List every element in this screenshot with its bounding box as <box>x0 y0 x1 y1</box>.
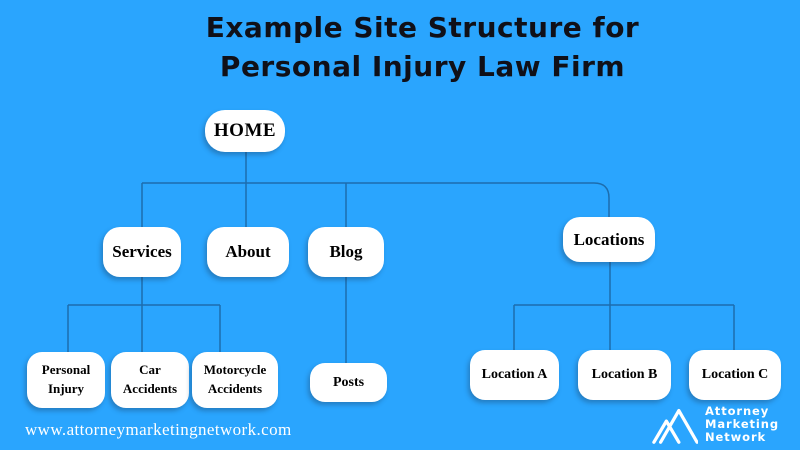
diagram-title: Example Site Structure for Personal Inju… <box>45 8 800 86</box>
node-home: HOME <box>205 110 285 152</box>
attorney-marketing-network-logo: Attorney Marketing Network <box>652 403 779 445</box>
node-car-accidents: Car Accidents <box>111 352 189 408</box>
node-personal-injury: Personal Injury <box>27 352 105 408</box>
logo-line-2: Marketing <box>705 416 779 431</box>
node-location-b: Location B <box>578 350 671 400</box>
logo-wordmark: Attorney Marketing Network <box>705 403 779 444</box>
node-motorcycle-accidents: Motorcycle Accidents <box>192 352 278 408</box>
node-about: About <box>207 227 289 277</box>
node-posts: Posts <box>310 363 387 402</box>
node-services: Services <box>103 227 181 277</box>
connector-level1-rail <box>142 182 610 217</box>
mountain-m-icon <box>652 403 698 445</box>
logo-line-3: Network <box>705 429 767 444</box>
node-blog: Blog <box>308 227 384 277</box>
node-location-a: Location A <box>470 350 559 400</box>
title-line-2: Personal Injury Law Firm <box>219 50 626 83</box>
node-locations: Locations <box>563 217 655 262</box>
title-line-1: Example Site Structure for <box>205 11 640 44</box>
logo-line-1: Attorney <box>705 403 770 418</box>
website-url: www.attorneymarketingnetwork.com <box>25 420 292 439</box>
node-location-c: Location C <box>689 350 781 400</box>
